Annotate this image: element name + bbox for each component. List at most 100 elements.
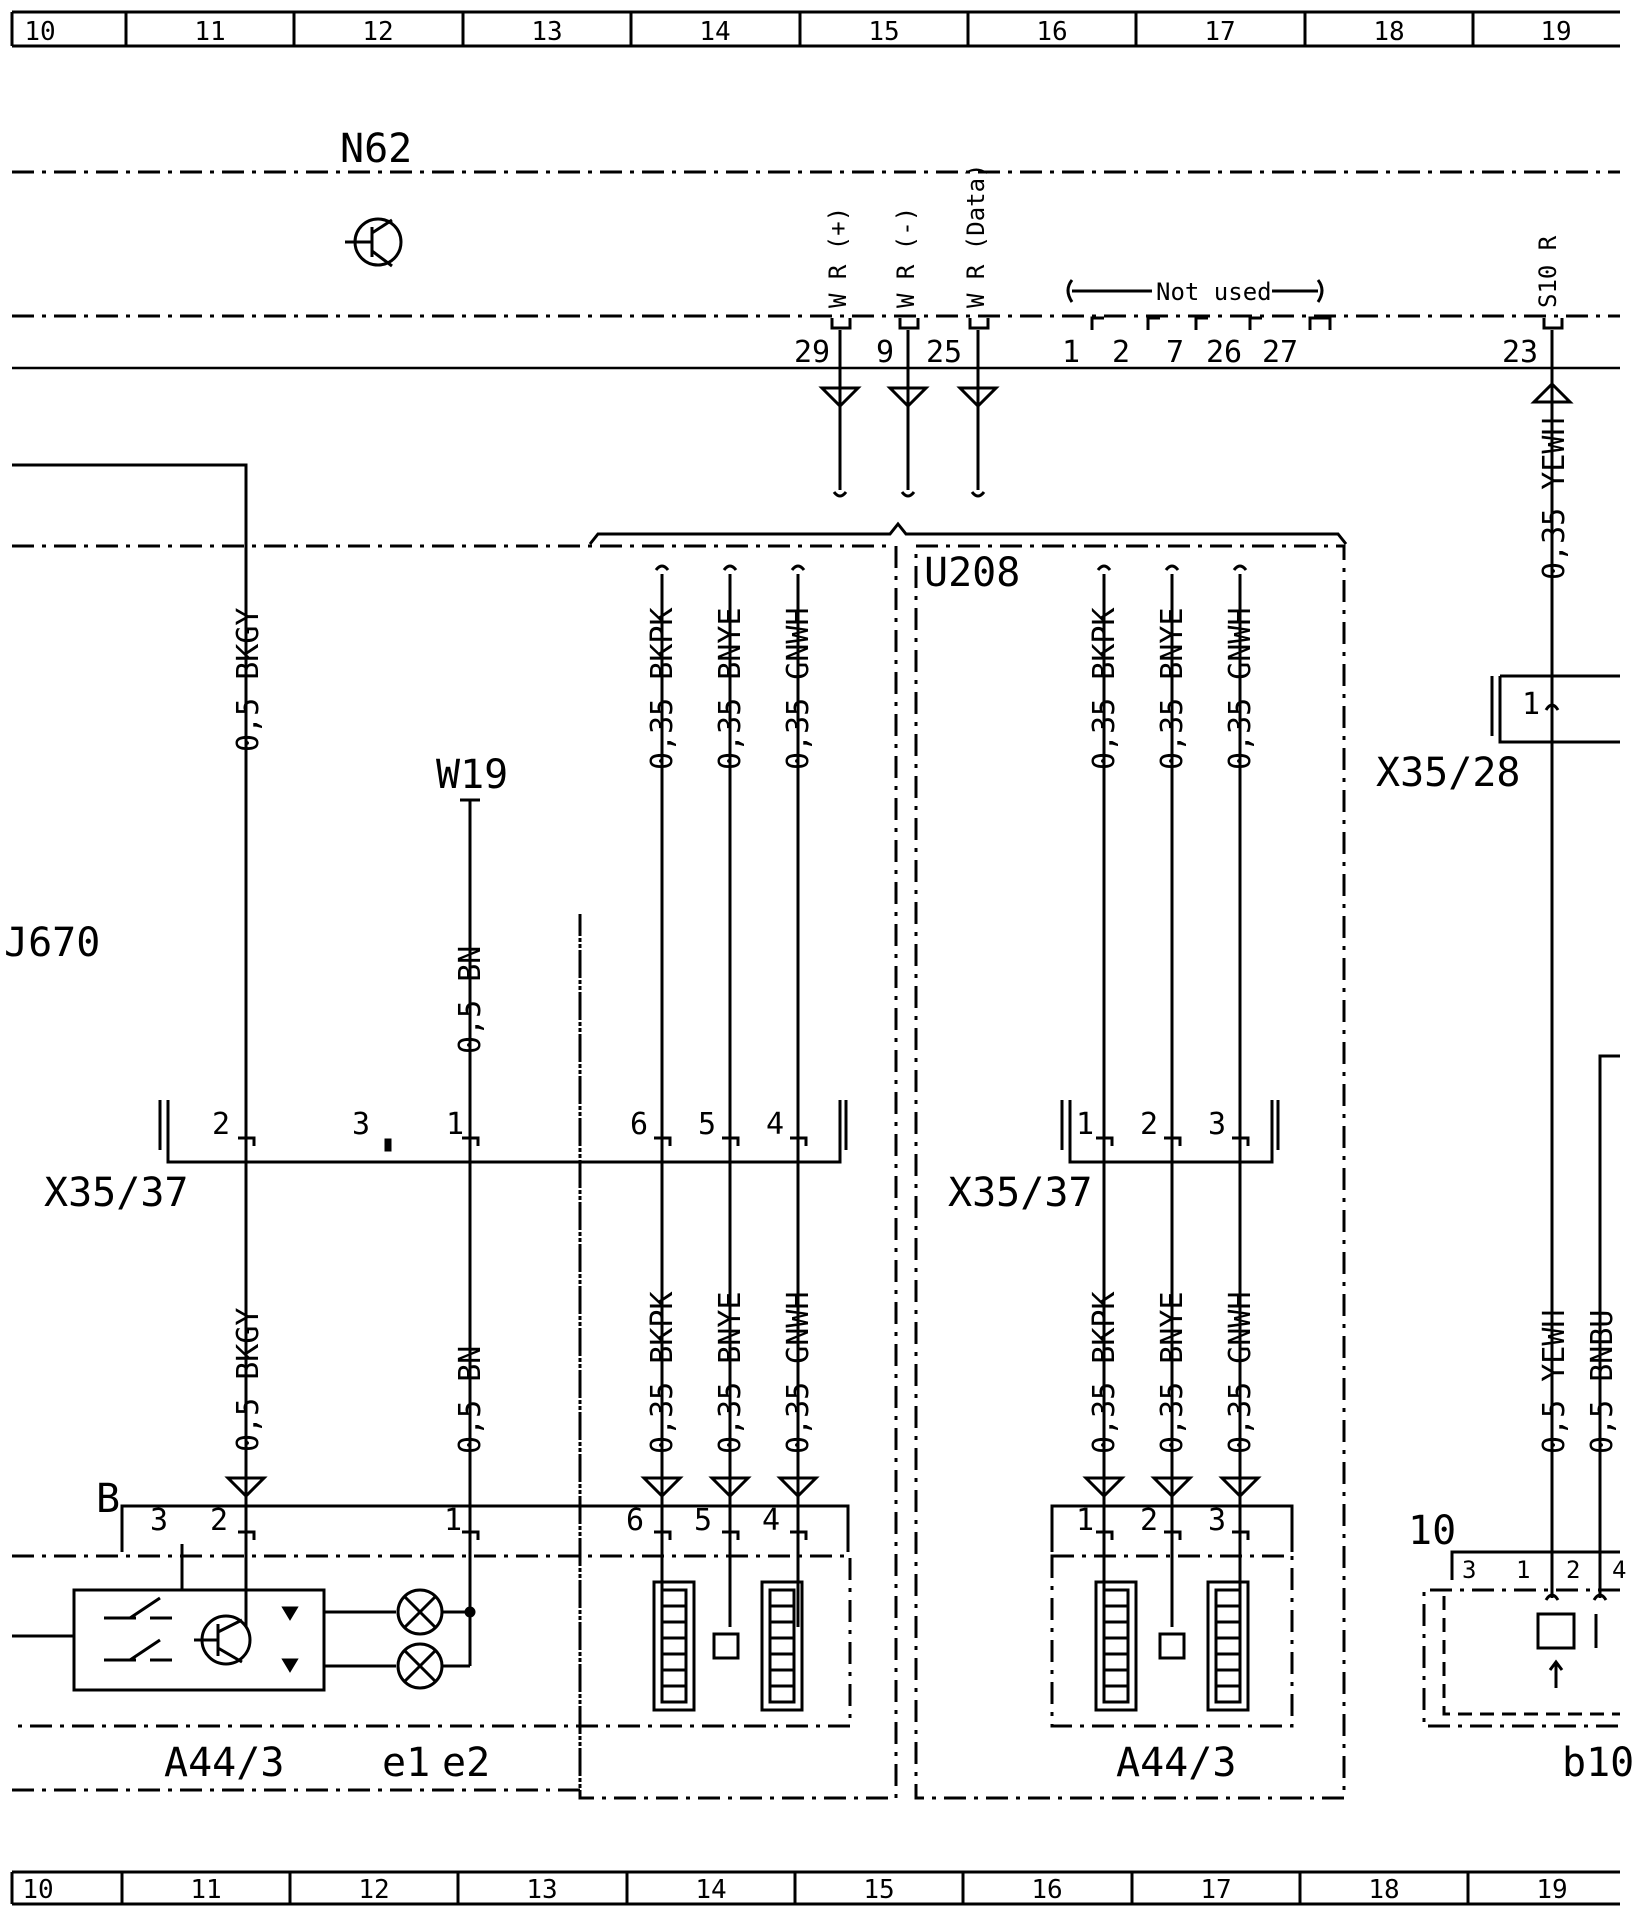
b10-pins: 3 1 2 4 [1462, 1556, 1626, 1584]
n62-signal-labels: W R (+) W R (-) W R (Data) S10 R [824, 164, 1562, 309]
pin-number-nu-2: 2 [1112, 335, 1130, 370]
x35-37-right-label: X35/37 [948, 1170, 1093, 1216]
b-pin-5: 5 [694, 1503, 712, 1538]
wire-label-bnye-r-top: 0,35 BNYE [1155, 607, 1190, 770]
x35-37-left-pin-1: 1 [446, 1107, 464, 1142]
e1-label: e1 [382, 1740, 430, 1786]
x35-37-right-pin-3: 3 [1208, 1107, 1226, 1142]
grid-foot-col-15: 15 [863, 1875, 894, 1905]
wire-label-yewh-top: 0,35 YEWH [1537, 417, 1572, 580]
b10-pin-1: 1 [1516, 1556, 1530, 1584]
wire-label-bkpk-r-top: 0,35 BKPK [1087, 607, 1122, 770]
grid-col-12: 12 [362, 17, 393, 47]
grid-header [10, 10, 1620, 48]
grid-foot-col-16: 16 [1031, 1875, 1062, 1905]
wire-arrow-bkgy [224, 1476, 268, 1499]
grid-col-13: 13 [531, 17, 562, 47]
pin-number-nu-7: 7 [1166, 335, 1184, 370]
left-group-wires [640, 564, 820, 1627]
b-right-pin-2: 2 [1140, 1503, 1158, 1538]
grid-col-10: 10 [24, 17, 55, 47]
pin-number-25: 25 [926, 335, 962, 370]
u208-label: U208 [924, 550, 1020, 596]
grid-foot-col-13: 13 [526, 1875, 557, 1905]
right-group-wire-labels: 0,35 BKPK 0,35 BNYE 0,35 GNWH 0,35 BKPK … [1087, 607, 1258, 1454]
wire-label-bnye-l-top: 0,35 BNYE [713, 607, 748, 770]
b-right-pins: 1 2 3 [1076, 1503, 1226, 1538]
wire-label-gnwh-l-bottom: 0,35 GNWH [781, 1291, 816, 1454]
x35-28-pin-1: 1 [1522, 687, 1540, 722]
grid-foot-col-11: 11 [190, 1875, 221, 1905]
wire-bn [460, 798, 480, 1627]
n62-label: N62 [340, 126, 412, 172]
wire-label-bn-top: 0,5 BN [453, 946, 488, 1054]
grid-col-19: 19 [1540, 17, 1571, 47]
x35-37-left-pin-2: 2 [212, 1107, 230, 1142]
left-group-wire-labels: 0,35 BKPK 0,35 BNYE 0,35 GNWH 0,35 BKPK … [645, 607, 816, 1454]
wire-label-bnye-l-bottom: 0,35 BNYE [713, 1291, 748, 1454]
b10-pin-10: 10 [1408, 1508, 1456, 1554]
x35-37-left-pins: 2 3 1 6 5 4 [212, 1107, 784, 1142]
wire-label-bkgy-top: 0,5 BKGY [231, 608, 266, 753]
b10-pin-4: 4 [1612, 1556, 1626, 1584]
x35-37-right-pin-2: 2 [1140, 1107, 1158, 1142]
wire-label-gnwh-r-top: 0,35 GNWH [1223, 607, 1258, 770]
b-connector-right [1050, 1504, 1294, 1552]
grid-foot-col-12: 12 [358, 1875, 389, 1905]
grid-col-18: 18 [1373, 17, 1404, 47]
b-label: B [96, 1476, 120, 1522]
b-pin-6: 6 [626, 1503, 644, 1538]
grid-footer [10, 1870, 1620, 1906]
grid-footer-labels: 10 11 12 13 14 15 16 17 18 19 [22, 1875, 1567, 1905]
pin-number-nu-26: 26 [1206, 335, 1242, 370]
n62-connector-pins [830, 316, 1564, 330]
b-pin-3: 3 [150, 1503, 168, 1538]
wire-bkgy [12, 463, 248, 1627]
x35-37-left-pin-3: 3 [352, 1107, 370, 1142]
grid-col-14: 14 [699, 17, 730, 47]
b-pin-1: 1 [444, 1503, 462, 1538]
pin-number-23: 23 [1502, 335, 1538, 370]
x35-37-right-connector [1060, 1100, 1280, 1164]
pin-number-29: 29 [794, 335, 830, 370]
pin-number-nu-1: 1 [1062, 335, 1080, 370]
signal-label-pin23: S10 R [1534, 235, 1562, 308]
b-connector-left [120, 1504, 850, 1556]
x35-37-right-pin-1: 1 [1076, 1107, 1094, 1142]
b-pin-4: 4 [762, 1503, 780, 1538]
not-used-bracket: Not used [1066, 278, 1324, 306]
n62-pin-numbers: 29 9 25 23 1 2 7 26 27 [794, 335, 1538, 370]
b-pin-2: 2 [210, 1503, 228, 1538]
grid-foot-col-10: 10 [22, 1875, 53, 1905]
b10-pin-3: 3 [1462, 1556, 1476, 1584]
b10-module [1422, 1550, 1620, 1728]
pin-number-9: 9 [876, 335, 894, 370]
grid-col-11: 11 [194, 17, 225, 47]
grid-col-16: 16 [1036, 17, 1067, 47]
b-right-pin-1: 1 [1076, 1503, 1094, 1538]
n62-module: N62 [12, 126, 1620, 318]
right-group-wires [1082, 564, 1262, 1627]
pin-number-nu-27: 27 [1262, 335, 1298, 370]
wire-label-bkgy-bottom: 0,5 BKGY [231, 1308, 266, 1453]
wire-label-gnwh-r-bottom: 0,35 GNWH [1223, 1291, 1258, 1454]
wire-label-bnbu: 0,5 BNBU [1585, 1310, 1620, 1455]
signal-label-pin9: W R (-) [892, 207, 920, 308]
not-used-label: Not used [1156, 278, 1272, 306]
x35-37-left-pin-4: 4 [766, 1107, 784, 1142]
grid-col-15: 15 [868, 17, 899, 47]
x35-37-left-pin-tabs [238, 1136, 808, 1152]
grid-header-labels: 10 11 12 13 14 15 16 17 18 19 [24, 17, 1571, 47]
x35-37-left-connector [158, 1100, 848, 1164]
yewh-wire [1490, 330, 1620, 1598]
b10-label: b10 [1562, 1740, 1634, 1786]
signal-label-pin25: W R (Data) [962, 164, 990, 309]
wire-label-yewh-bottom: 0,5 YEWH [1537, 1310, 1572, 1455]
wire-label-bkpk-r-bottom: 0,35 BKPK [1087, 1291, 1122, 1454]
a44-3-right-label: A44/3 [1116, 1740, 1236, 1786]
x35-28-label: X35/28 [1376, 750, 1521, 796]
grid-foot-col-19: 19 [1536, 1875, 1567, 1905]
wire-label-bkpk-l-top: 0,35 BKPK [645, 607, 680, 770]
